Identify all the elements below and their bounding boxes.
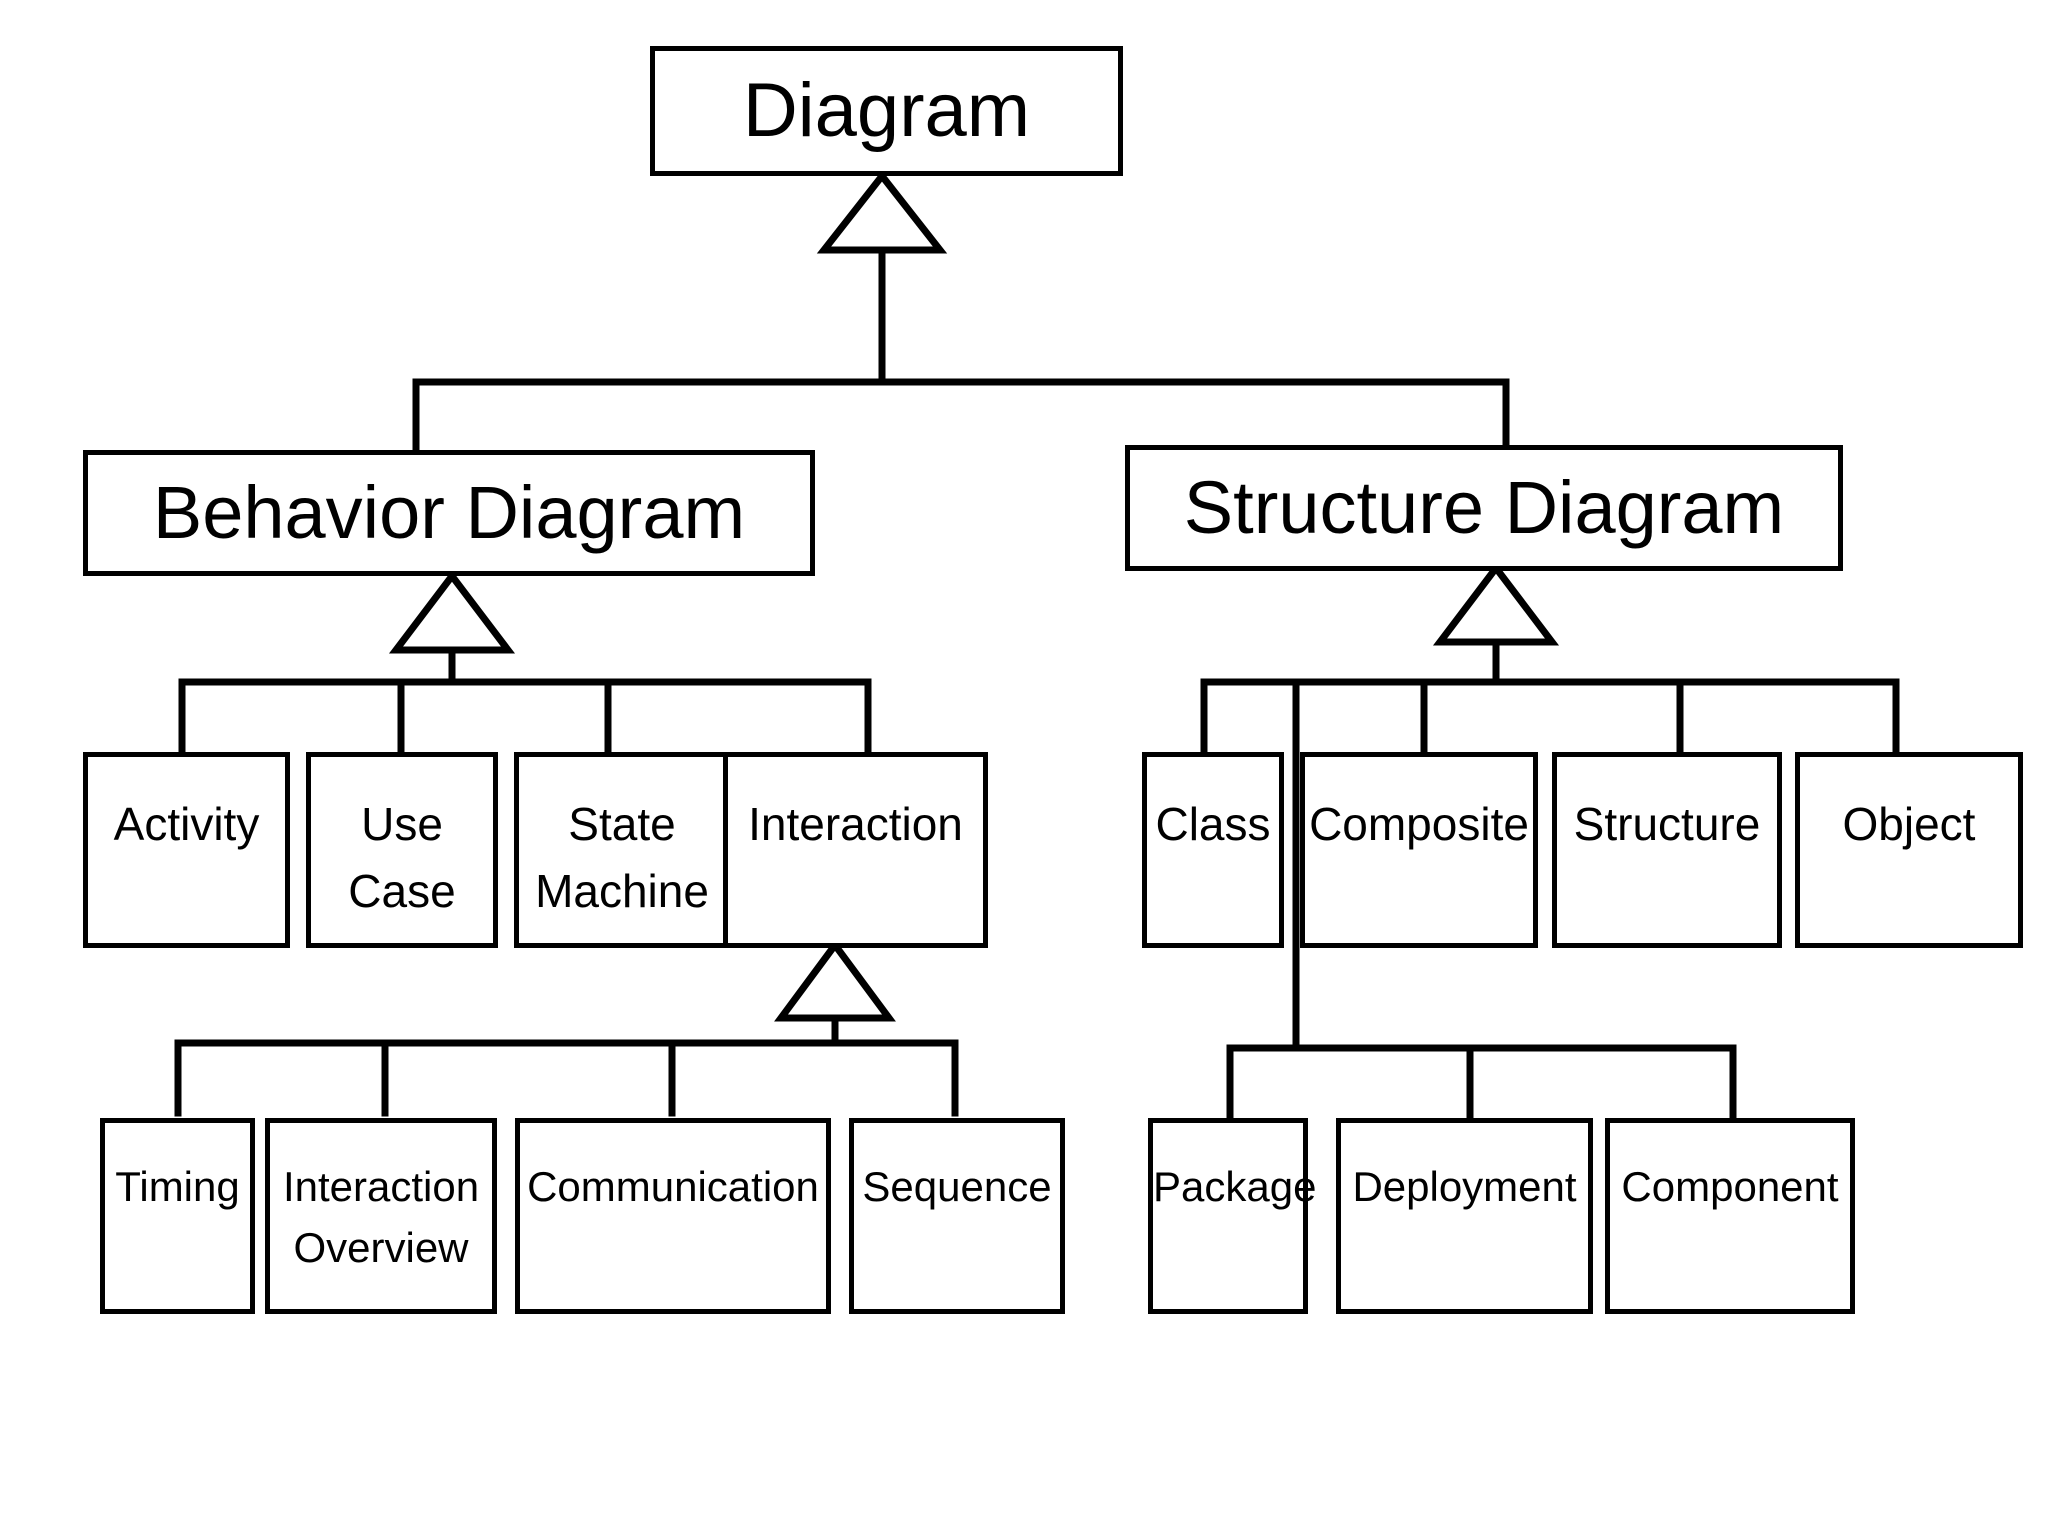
node-activity[interactable]: Activity (83, 752, 290, 948)
node-use-case[interactable]: Use Case (306, 752, 498, 948)
node-behavior-diagram[interactable]: Behavior Diagram (83, 450, 815, 576)
node-package-label: Package (1153, 1163, 1317, 1210)
node-diagram-label: Diagram (742, 67, 1031, 153)
node-component-label: Component (1621, 1163, 1839, 1210)
node-use-case-label: Use Case (348, 798, 456, 917)
node-communication-label: Communication (527, 1163, 819, 1210)
node-structure-diagram-label: Structure Diagram (1183, 466, 1785, 550)
node-structure-diagram[interactable]: Structure Diagram (1125, 445, 1843, 571)
generalization-arrow-root (816, 170, 948, 254)
node-communication[interactable]: Communication (515, 1118, 831, 1314)
node-class-label: Class (1155, 798, 1271, 850)
node-composite[interactable]: Composite (1300, 752, 1538, 948)
node-behavior-diagram-label: Behavior Diagram (152, 471, 746, 555)
node-interaction-overview[interactable]: Interaction Overview (265, 1118, 497, 1314)
node-interaction-overview-label: Interaction Overview (282, 1163, 480, 1271)
node-package[interactable]: Package (1148, 1118, 1317, 1314)
node-object[interactable]: Object (1795, 752, 2023, 948)
node-timing-label: Timing (115, 1163, 240, 1210)
node-structure-label: Structure (1573, 798, 1761, 850)
node-component[interactable]: Component (1605, 1118, 1855, 1314)
generalization-arrow-behavior (388, 570, 516, 654)
node-object-label: Object (1842, 798, 1976, 850)
generalization-arrow-interaction (774, 939, 896, 1022)
node-sequence[interactable]: Sequence (849, 1118, 1065, 1314)
node-interaction-label: Interaction (748, 798, 963, 850)
node-state-machine[interactable]: State Machine (514, 752, 730, 948)
node-timing[interactable]: Timing (100, 1118, 255, 1314)
node-sequence-label: Sequence (862, 1163, 1052, 1210)
node-composite-label: Composite (1309, 798, 1529, 850)
node-state-machine-label: State Machine (535, 798, 709, 917)
node-deployment[interactable]: Deployment (1336, 1118, 1593, 1314)
generalization-arrow-structure (1432, 562, 1560, 646)
node-interaction[interactable]: Interaction (723, 752, 988, 948)
node-class[interactable]: Class (1142, 752, 1284, 948)
node-deployment-label: Deployment (1352, 1163, 1577, 1210)
node-diagram[interactable]: Diagram (650, 46, 1123, 176)
node-activity-label: Activity (113, 798, 260, 850)
node-structure[interactable]: Structure (1552, 752, 1782, 948)
